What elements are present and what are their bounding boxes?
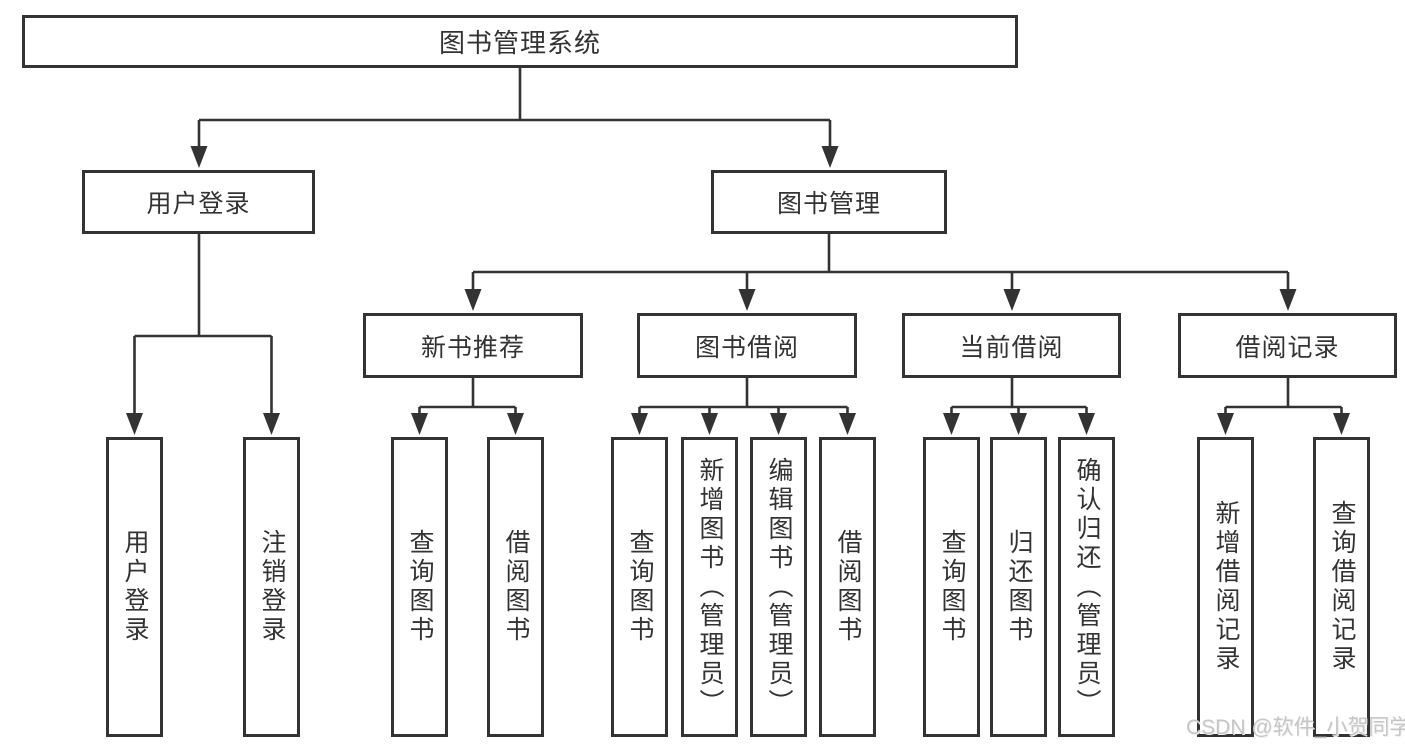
node-borrow-books-recommend: 借阅图书 — [487, 437, 544, 737]
node-borrow-records: 借阅记录 — [1178, 313, 1397, 378]
node-confirm-return-admin: 确认归还（管理员） — [1058, 437, 1115, 737]
arrowhead — [738, 289, 756, 311]
arrowhead — [631, 413, 648, 435]
arrowhead — [1078, 413, 1095, 435]
arrowhead — [507, 413, 524, 435]
csdn-watermark: CSDN @软件_小贺同学 — [1186, 716, 1405, 739]
node-label: 新增借阅记录 — [1212, 500, 1240, 674]
node-book-borrow: 图书借阅 — [637, 313, 857, 378]
arrowhead — [701, 413, 718, 435]
node-label: 借阅图书 — [502, 529, 530, 645]
node-label: 查询图书 — [626, 529, 654, 645]
arrowhead — [263, 413, 280, 435]
arrowhead — [821, 146, 839, 168]
node-label: 查询借阅记录 — [1328, 500, 1356, 674]
node-logout-leaf: 注销登录 — [243, 437, 300, 737]
arrowhead — [1333, 413, 1350, 435]
node-label: 当前借阅 — [959, 333, 1064, 362]
node-label: 归还图书 — [1005, 529, 1033, 645]
node-user-login: 用户登录 — [82, 170, 315, 234]
node-library-management-system: 图书管理系统 — [22, 15, 1018, 68]
node-label: 用户登录 — [121, 529, 149, 645]
node-borrow-books-leaf: 借阅图书 — [819, 437, 876, 737]
node-query-books-current: 查询图书 — [923, 437, 980, 737]
node-query-books-recommend: 查询图书 — [391, 437, 448, 737]
node-label: 图书借阅 — [694, 333, 799, 362]
arrowhead — [126, 413, 143, 435]
arrowhead — [190, 146, 208, 168]
arrowhead — [1217, 413, 1234, 435]
node-query-books-borrow: 查询图书 — [611, 437, 668, 737]
node-return-book: 归还图书 — [990, 437, 1047, 737]
node-label: 借阅记录 — [1235, 333, 1340, 362]
connector-path — [133, 68, 1343, 416]
arrowhead — [1003, 289, 1021, 311]
node-label: 编辑图书（管理员） — [765, 456, 793, 718]
arrowhead — [770, 413, 787, 435]
node-edit-book-admin: 编辑图书（管理员） — [750, 437, 807, 737]
node-add-book-admin: 新增图书（管理员） — [681, 437, 738, 737]
node-label: 确认归还（管理员） — [1073, 456, 1101, 718]
node-new-book-recommend: 新书推荐 — [363, 313, 583, 378]
node-current-borrow: 当前借阅 — [902, 313, 1121, 378]
node-label: 查询图书 — [406, 529, 434, 645]
arrowhead — [1010, 413, 1027, 435]
node-query-borrow-record: 查询借阅记录 — [1313, 437, 1370, 737]
arrowhead — [839, 413, 856, 435]
arrowhead — [943, 413, 960, 435]
node-label: 新增图书（管理员） — [696, 456, 724, 718]
arrowhead — [1279, 289, 1297, 311]
node-label: 注销登录 — [258, 529, 286, 645]
node-label: 图书管理 — [776, 190, 881, 218]
arrowhead — [464, 289, 482, 311]
arrowhead — [411, 413, 428, 435]
node-user-login-leaf: 用户登录 — [106, 437, 163, 737]
node-label: 查询图书 — [938, 529, 966, 645]
node-label: 新书推荐 — [420, 333, 525, 362]
node-label: 用户登录 — [146, 190, 251, 218]
node-add-borrow-record: 新增借阅记录 — [1197, 437, 1254, 737]
node-book-management: 图书管理 — [711, 170, 947, 234]
node-label: 图书管理系统 — [438, 28, 601, 58]
node-label: 借阅图书 — [834, 529, 862, 645]
